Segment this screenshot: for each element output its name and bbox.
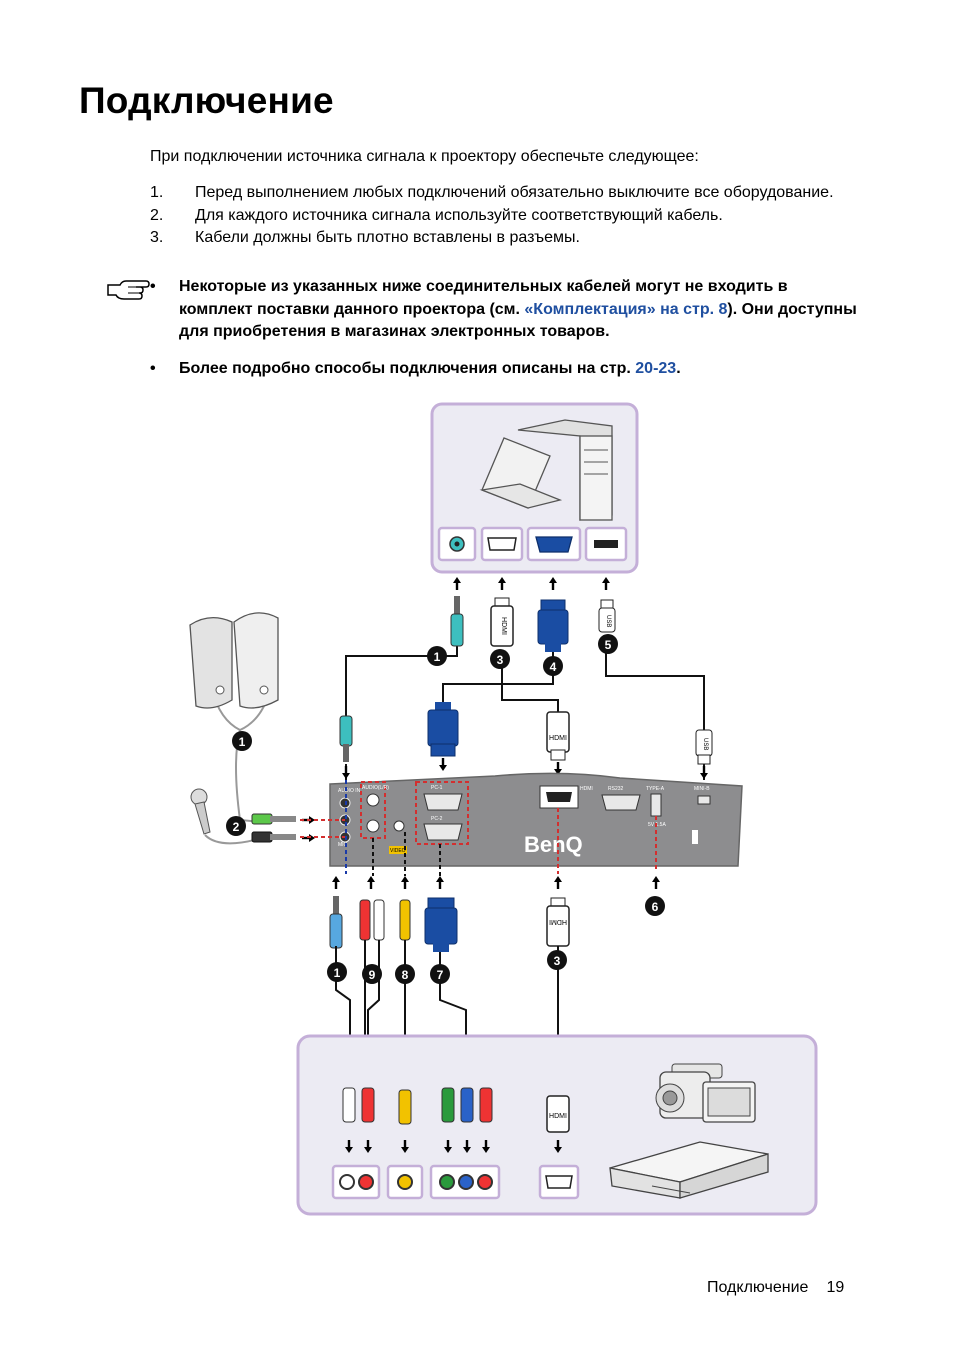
usb-plug-icon: USB: [695, 729, 713, 765]
svg-text:4: 4: [550, 660, 557, 674]
svg-text:8: 8: [402, 968, 409, 982]
video-label: VIDEO: [390, 848, 406, 854]
step-item: 1. Перед выполнением любых подключений о…: [150, 182, 850, 205]
dvd-player-icon: [609, 1141, 769, 1199]
marker-9: 9: [362, 964, 382, 984]
audio-plug-icon: [339, 715, 353, 762]
hdmi-plug-icon: HDMI: [546, 897, 570, 947]
audio-plug-icon: [329, 896, 343, 949]
step-number: 2.: [150, 206, 164, 224]
power-label: 5V 1.5A: [648, 822, 666, 828]
rca-plug-pair-icon: [359, 899, 385, 941]
marker-4: 4: [543, 656, 563, 676]
marker-1-speakers: 1: [232, 731, 252, 751]
intro-text: При подключении источника сигнала к прое…: [150, 148, 699, 165]
svg-text:1: 1: [239, 735, 246, 749]
marker-5: 5: [598, 634, 618, 654]
usb-plug-label: USB: [702, 738, 708, 750]
svg-text:9: 9: [369, 968, 376, 982]
vga-plug-icon: [537, 599, 569, 652]
page-footer: Подключение 19: [707, 1279, 844, 1297]
camcorder-icon: [655, 1063, 756, 1123]
hdmi-plug-icon: HDMI: [490, 597, 514, 647]
usb-plug-icon: USB: [598, 599, 616, 633]
usb-plug-label: USB: [605, 615, 611, 627]
step-number: 3.: [150, 229, 164, 246]
microphone-icon: [190, 788, 211, 835]
footer-section: Подключение: [707, 1279, 809, 1296]
note-bullet: •: [150, 359, 156, 377]
hdmi-plug-icon: HDMI: [546, 1095, 570, 1133]
vga-plug-icon: [424, 897, 458, 952]
hdmi-plug-label: HDMI: [549, 1113, 567, 1120]
step-item: 2. Для каждого источника сигнала использ…: [150, 205, 850, 228]
note-item: • Некоторые из указанных ниже соединител…: [150, 276, 862, 344]
vga-plug-icon: [427, 702, 459, 757]
brand-logo: BenQ: [524, 832, 583, 857]
page-number: 19: [826, 1279, 845, 1296]
pointing-hand-icon: [107, 280, 150, 300]
marker-1-top: 1: [427, 646, 447, 666]
note-bullet: •: [150, 278, 156, 295]
step-text: Кабели должны быть плотно вставлены в ра…: [195, 229, 580, 246]
hdmi-port-icon: [487, 537, 517, 551]
desktop-tower-icon: [517, 419, 613, 521]
vga-port-icon: [535, 536, 573, 553]
audio-in-label: AUDIO IN: [338, 788, 361, 794]
marker-7: 7: [430, 964, 450, 984]
projector-body: AUDIO IN MIC AUDIO(L/R) VIDEO PC-1 PC-2 …: [329, 772, 743, 867]
marker-6: 6: [645, 896, 665, 916]
laptop-icon: [479, 437, 563, 509]
speakers-icon: [189, 612, 279, 709]
hdmi-plug-label: HDMI: [549, 918, 567, 925]
hdmi-plug-label: HDMI: [500, 617, 507, 635]
marker-1-bottom: 1: [327, 962, 347, 982]
computer-panel: [430, 402, 639, 574]
audio-plug-icon: [450, 596, 464, 647]
step-text: Перед выполнением любых подключений обяз…: [195, 184, 834, 201]
step-text: Для каждого источника сигнала используйт…: [195, 206, 723, 224]
pc1-label: PC-1: [431, 785, 443, 791]
marker-3-bottom: 3: [547, 950, 567, 970]
type-a-label: TYPE-A: [646, 786, 665, 792]
svg-text:3: 3: [497, 653, 504, 667]
note-text-after: ). Они доступны для приобретения в магаз…: [179, 300, 857, 341]
svg-text:2: 2: [233, 820, 240, 834]
marker-8: 8: [395, 964, 415, 984]
svg-text:1: 1: [334, 966, 341, 980]
rca-plug-bottom-icon: [342, 1087, 493, 1125]
steps-list: 1. Перед выполнением любых подключений о…: [150, 182, 850, 250]
svg-text:5: 5: [605, 638, 612, 652]
svg-text:7: 7: [437, 968, 444, 982]
marker-3-top: 3: [490, 649, 510, 669]
hdmi-plug-icon: HDMI: [546, 711, 570, 761]
mini-b-label: MINI-B: [694, 786, 710, 792]
audio-jacks-icon: [251, 813, 296, 843]
step-number: 1.: [150, 184, 164, 201]
notes-list: • Некоторые из указанных ниже соединител…: [150, 276, 862, 380]
hdmi-label: HDMI: [580, 786, 593, 792]
mic-label: MIC: [338, 842, 348, 848]
hdmi-plug-label: HDMI: [549, 735, 567, 742]
hdmi-port-icon: [545, 1175, 573, 1189]
rs232-label: RS232: [608, 786, 624, 792]
note-text-after: .: [676, 359, 681, 377]
svg-text:1: 1: [434, 650, 441, 664]
svg-text:6: 6: [652, 900, 659, 914]
note-text: Более подробно способы подключения описа…: [179, 359, 636, 377]
pages-link[interactable]: 20-23: [635, 359, 677, 377]
page-title: Подключение: [79, 80, 334, 121]
note-text: Некоторые из указанных ниже соединительн…: [179, 278, 788, 318]
step-item: 3. Кабели должны быть плотно вставлены в…: [150, 227, 850, 250]
note-item: • Более подробно способы подключения опи…: [150, 358, 862, 381]
audio-lr-label: AUDIO(L/R): [362, 785, 389, 791]
svg-text:3: 3: [554, 954, 561, 968]
pc2-label: PC-2: [431, 816, 443, 822]
usb-port-icon: [594, 540, 618, 548]
contents-link[interactable]: «Комплектация» на стр. 8: [524, 300, 728, 318]
rca-plug-yellow-icon: [399, 899, 411, 941]
marker-2: 2: [226, 816, 246, 836]
